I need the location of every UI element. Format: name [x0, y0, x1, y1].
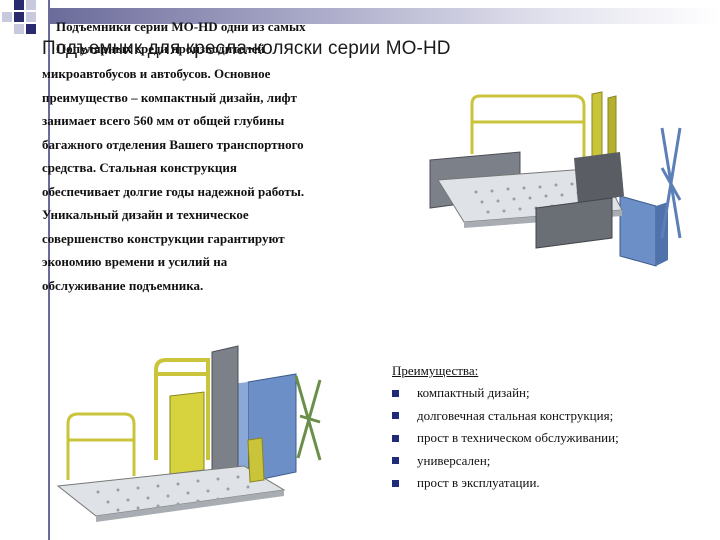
advantages-section: Преимущества: компактный дизайн; долгове… [392, 360, 712, 495]
overlap-line-2: Популярных среди производителей [56, 41, 265, 56]
list-item: прост в эксплуатации. [392, 472, 712, 495]
overlap-intro-text: Подъемники серии MO-HD одни из самых Поп… [56, 16, 376, 60]
header-gradient-bar [48, 8, 720, 24]
description-line: занимает всего 560 мм от общей глубины [42, 113, 285, 128]
advantages-list: компактный дизайн; долговечная стальная … [392, 382, 712, 495]
list-item: универсален; [392, 450, 712, 473]
description-line: совершенство конструкции гарантируют [42, 230, 285, 246]
description-text: микроавтобусов и автобусов. Основное пре… [42, 62, 382, 297]
description-line: преимущество – компактный дизайн, лифт [42, 89, 297, 105]
left-vertical-rule [48, 0, 50, 540]
description-line: Уникальный дизайн и техническое [42, 207, 249, 222]
corner-decoration [0, 0, 60, 44]
lift-illustration-folded [429, 91, 682, 267]
description-line: микроавтобусов и автобусов. Основное [42, 66, 271, 81]
square-bullet-icon [392, 412, 399, 420]
list-item-text: прост в техническом обслуживании; [417, 430, 619, 445]
description-line: багажного отделения Вашего транспортного [42, 136, 304, 152]
square-bullet-icon [392, 479, 399, 487]
overlap-line-1: Подъемники серии MO-HD одни из самых [56, 19, 306, 34]
advantages-heading: Преимущества: [392, 363, 479, 378]
description-line: обеспечивает долгие годы надежной работы… [42, 183, 305, 199]
list-item-text: универсален; [417, 452, 491, 468]
list-item: компактный дизайн; [392, 382, 712, 405]
list-item: долговечная стальная конструкция; [392, 405, 712, 428]
description-line: обслуживание подъемника. [42, 277, 204, 293]
list-item-text: прост в эксплуатации. [417, 475, 540, 490]
square-bullet-icon [392, 457, 399, 465]
list-item-text: долговечная стальная конструкция; [417, 407, 614, 423]
square-bullet-icon [392, 434, 399, 442]
lift-illustration-deployed [56, 345, 322, 522]
description-line: экономию времени и усилий на [42, 254, 228, 269]
description-line: средства. Стальная конструкция [42, 160, 237, 175]
page-title: Подъемник для кресла-коляски серии MO-HD [42, 38, 451, 59]
square-bullet-icon [392, 389, 399, 397]
list-item-text: компактный дизайн; [417, 385, 530, 400]
list-item: прост в техническом обслуживании; [392, 427, 712, 450]
